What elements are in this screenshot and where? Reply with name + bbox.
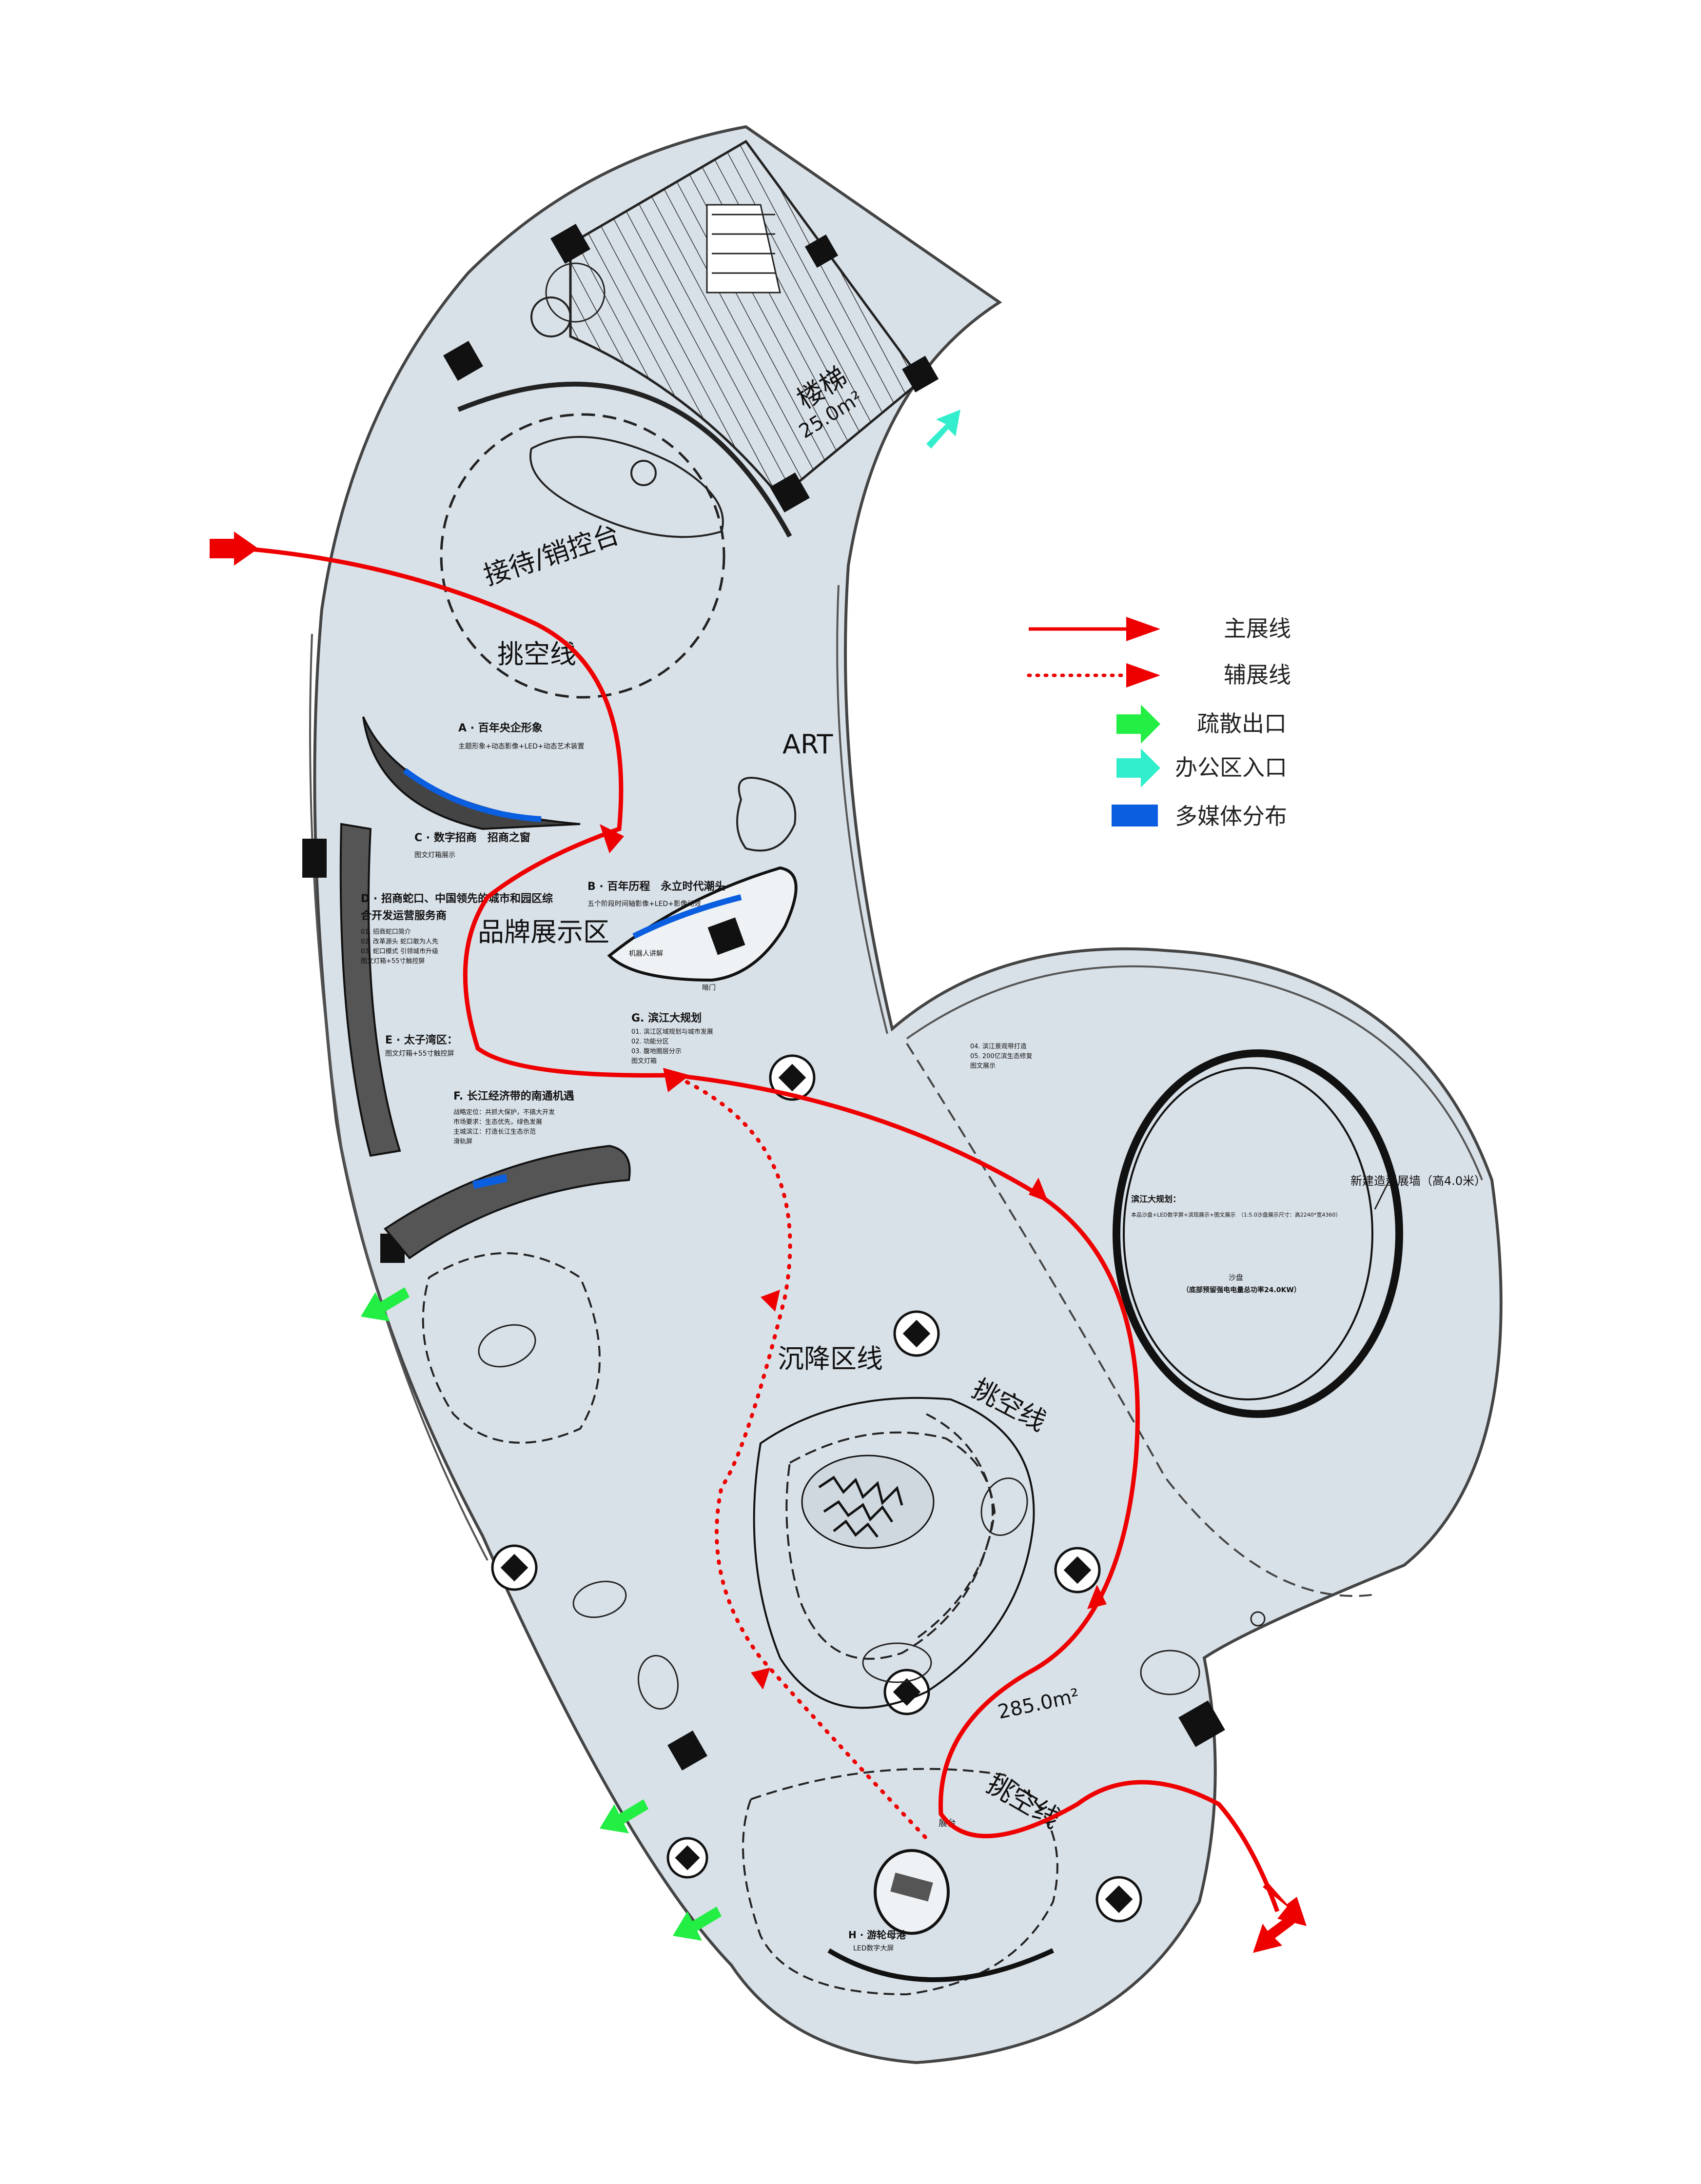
zone-d-line-4: 图文灯箱+55寸触控屏: [361, 957, 425, 965]
legend-item-exit: 疏散出口: [1197, 710, 1287, 737]
zone-g2-line-1: 04. 滨江景观带打造: [970, 1043, 1027, 1050]
legend-item-main: 主展线: [1224, 615, 1291, 642]
secondary-route: [676, 1076, 928, 1840]
zone-g-line-1: 01. 滨江区域规划与城市发展: [631, 1028, 713, 1036]
zone-g-line-3: 03. 腹地圈层分示: [631, 1047, 682, 1055]
floor-outline: [313, 125, 1503, 2065]
zone-b-title: B · 百年历程 永立时代潮头: [587, 880, 725, 893]
media-strip-f: [472, 1174, 508, 1189]
zone-d-wall: [339, 823, 401, 1157]
partition-dashed: [906, 1043, 1375, 1597]
sand-table-label: 沙盘: [1229, 1273, 1243, 1282]
zone-c-desc: 图文灯箱展示: [414, 851, 455, 859]
legend-item-media: 多媒体分布: [1175, 803, 1287, 829]
brand-zone-label: 品牌展示区: [478, 917, 609, 947]
zone-g-line-2: 02. 功能分区: [631, 1038, 669, 1045]
sunken-line-label: 沉降区线: [778, 1343, 883, 1374]
media-strip-a: [403, 768, 542, 822]
legend-item-secondary: 辅展线: [1224, 662, 1291, 688]
cyan-arrow-icon: [1116, 748, 1160, 787]
organic-seats: [478, 1324, 1200, 1710]
zone-d-title-1: D · 招商蛇口、中国领先的城市和园区综: [361, 892, 553, 905]
zone-a-title: A · 百年央企形象: [458, 722, 543, 734]
sand-note: （底部预留强电电量总功率24.0KW）: [1182, 1286, 1301, 1294]
zone-h-desc: LED数字大屏: [853, 1945, 894, 1952]
art-label: ART: [782, 729, 834, 760]
zone-b-sub-2: 暗门: [702, 984, 716, 992]
round-columns: [491, 1054, 1142, 1923]
zone-f-title: F. 长江经济带的南通机遇: [453, 1090, 574, 1102]
zone-c-title: C · 数字招商 招商之窗: [414, 831, 530, 844]
zone-a-wall: [362, 716, 581, 830]
office-entrance-arrow-icon: [926, 410, 960, 449]
zone-f-line-3: 主城滨江：打造长江生态示范: [453, 1128, 536, 1136]
zone-g2-line-3: 图文展示: [970, 1062, 996, 1070]
route-arrowheads: [600, 824, 1107, 1690]
media-strip-b: [632, 894, 742, 939]
zone-d-title-2: 合开发运营服务商: [361, 909, 447, 922]
blue-box-icon: [1112, 805, 1158, 826]
zone-h-title: H · 游轮母港: [848, 1929, 906, 1941]
zone-d-line-3: 03. 蛇口模式 引领城市升级: [361, 947, 438, 955]
zone-g2-line-2: 05. 200亿滨生态修复: [970, 1052, 1033, 1060]
stair-area: 楼梯 25.0m²: [569, 139, 923, 499]
zone-d-line-2: 02. 改革源头 蛇口敢为人先: [361, 938, 438, 945]
zone-b-desc: 五个阶段时间轴影像+LED+影像动效: [587, 900, 701, 908]
main-route: [209, 544, 1280, 1912]
zone-e-desc: 图文灯箱+55寸触控屏: [385, 1050, 454, 1058]
new-wall-label: 新建造型展墙（高4.0米）: [1350, 1174, 1486, 1188]
sand-desc: 本品沙盘+LED数字屏+滨现展示+图文展示 （1:5.0沙盘展示尺寸：高2240…: [1131, 1211, 1341, 1218]
zone-g-line-4: 图文灯箱: [631, 1057, 657, 1065]
zone-f-line-4: 滑轨屏: [453, 1138, 472, 1145]
art-island: [736, 777, 797, 852]
zone-b-island: [607, 866, 798, 982]
green-arrow-icon: [1116, 705, 1160, 744]
legend: 主展线 辅展线 疏散出口 办公区入口 多媒体分布: [1027, 615, 1291, 829]
zone-e-title: E · 太子湾区：: [385, 1034, 458, 1046]
sand-table-room: 滨江大规划： 本品沙盘+LED数字屏+滨现展示+图文展示 （1:5.0沙盘展示尺…: [1113, 1049, 1486, 1418]
legend-item-office: 办公区入口: [1175, 754, 1287, 781]
entry-arrow-icon: [210, 531, 258, 566]
exit-route-arrow-icon: [1253, 1916, 1294, 1953]
zone-a-desc: 主题形象+动态影像+LED+动态艺术装置: [458, 743, 585, 750]
exit-arrows: [361, 1287, 722, 1941]
zone-b-sub-1: 机器人讲解: [629, 950, 663, 958]
zone-f-line-1: 战略定位：共抓大保护，不搞大开发: [453, 1108, 555, 1116]
zone-f-line-2: 市场要求：生态优先，绿色发展: [453, 1118, 542, 1126]
dashed-outlines: [422, 1252, 1058, 1996]
sand-title: 滨江大规划：: [1131, 1194, 1181, 1204]
zone-g-title: G. 滨江大规划: [631, 1012, 702, 1024]
zone-d-line-1: 01. 招商蛇口简介: [361, 928, 411, 936]
door-swing: [530, 296, 571, 337]
